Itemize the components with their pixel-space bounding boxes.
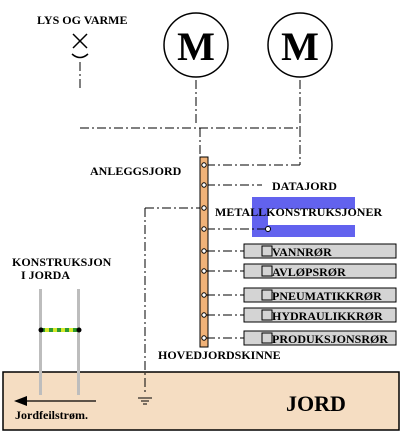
busbar-terminals	[201, 162, 207, 341]
pipe-1-label: AVLØPSRØR	[272, 265, 346, 279]
fault-current-arrow-icon	[14, 396, 96, 406]
hovedjordskinne-label: HOVEDJORDSKINNE	[158, 348, 281, 362]
earth-symbol-icon	[138, 397, 152, 405]
metal-construction-top	[252, 197, 355, 209]
metal-construction-side	[252, 197, 268, 237]
motor-1-circle	[163, 12, 229, 78]
construction-post-left	[39, 289, 42, 395]
pipe-3: HYDRAULIKKRØR	[206, 307, 397, 323]
construction-post-right	[77, 289, 80, 395]
metal-construction-bottom	[268, 225, 355, 237]
motor-1-symbol: M	[177, 24, 215, 69]
pipe-2-label: PNEUMATIKKRØR	[272, 289, 382, 303]
jordfeilstrom-label: Jordfeilstrøm.	[15, 408, 88, 422]
pipe-1: AVLØPSRØR	[206, 263, 397, 279]
ground-electrode-conductor	[144, 207, 200, 395]
pipe-4-label: PRODUKSJONSRØR	[272, 332, 388, 346]
pipe-0-label: VANNRØR	[272, 245, 332, 259]
construction-in-soil	[38, 289, 82, 395]
protective-conductors-top	[79, 62, 301, 166]
pipe-0: VANNRØR	[206, 243, 397, 259]
metal-construction	[206, 197, 355, 237]
motor-2: M	[267, 12, 333, 78]
motor-2-symbol: M	[281, 24, 319, 69]
metallkonstruksjoner-label: METALLKONSTRUKSJONER	[215, 205, 382, 219]
metal-construction-terminal	[265, 226, 271, 232]
jord-label: JORD	[286, 391, 346, 416]
datajord-label: DATAJORD	[272, 179, 337, 193]
motor-2-circle	[267, 12, 333, 78]
konstruksjon-label-line2: I JORDA	[21, 268, 70, 282]
motor-1: M	[163, 12, 229, 78]
pipe-2: PNEUMATIKKRØR	[206, 287, 397, 303]
konstruksjon-label-line1: KONSTRUKSJON	[12, 255, 112, 269]
pipe-3-label: HYDRAULIKKRØR	[272, 309, 383, 323]
anleggsjord-label: ANLEGGSJORD	[90, 164, 182, 178]
pipe-4: PRODUKSJONSRØR	[206, 330, 397, 346]
lamp-icon	[71, 33, 89, 59]
lys-og-varme-label: LYS OG VARME	[37, 13, 127, 27]
